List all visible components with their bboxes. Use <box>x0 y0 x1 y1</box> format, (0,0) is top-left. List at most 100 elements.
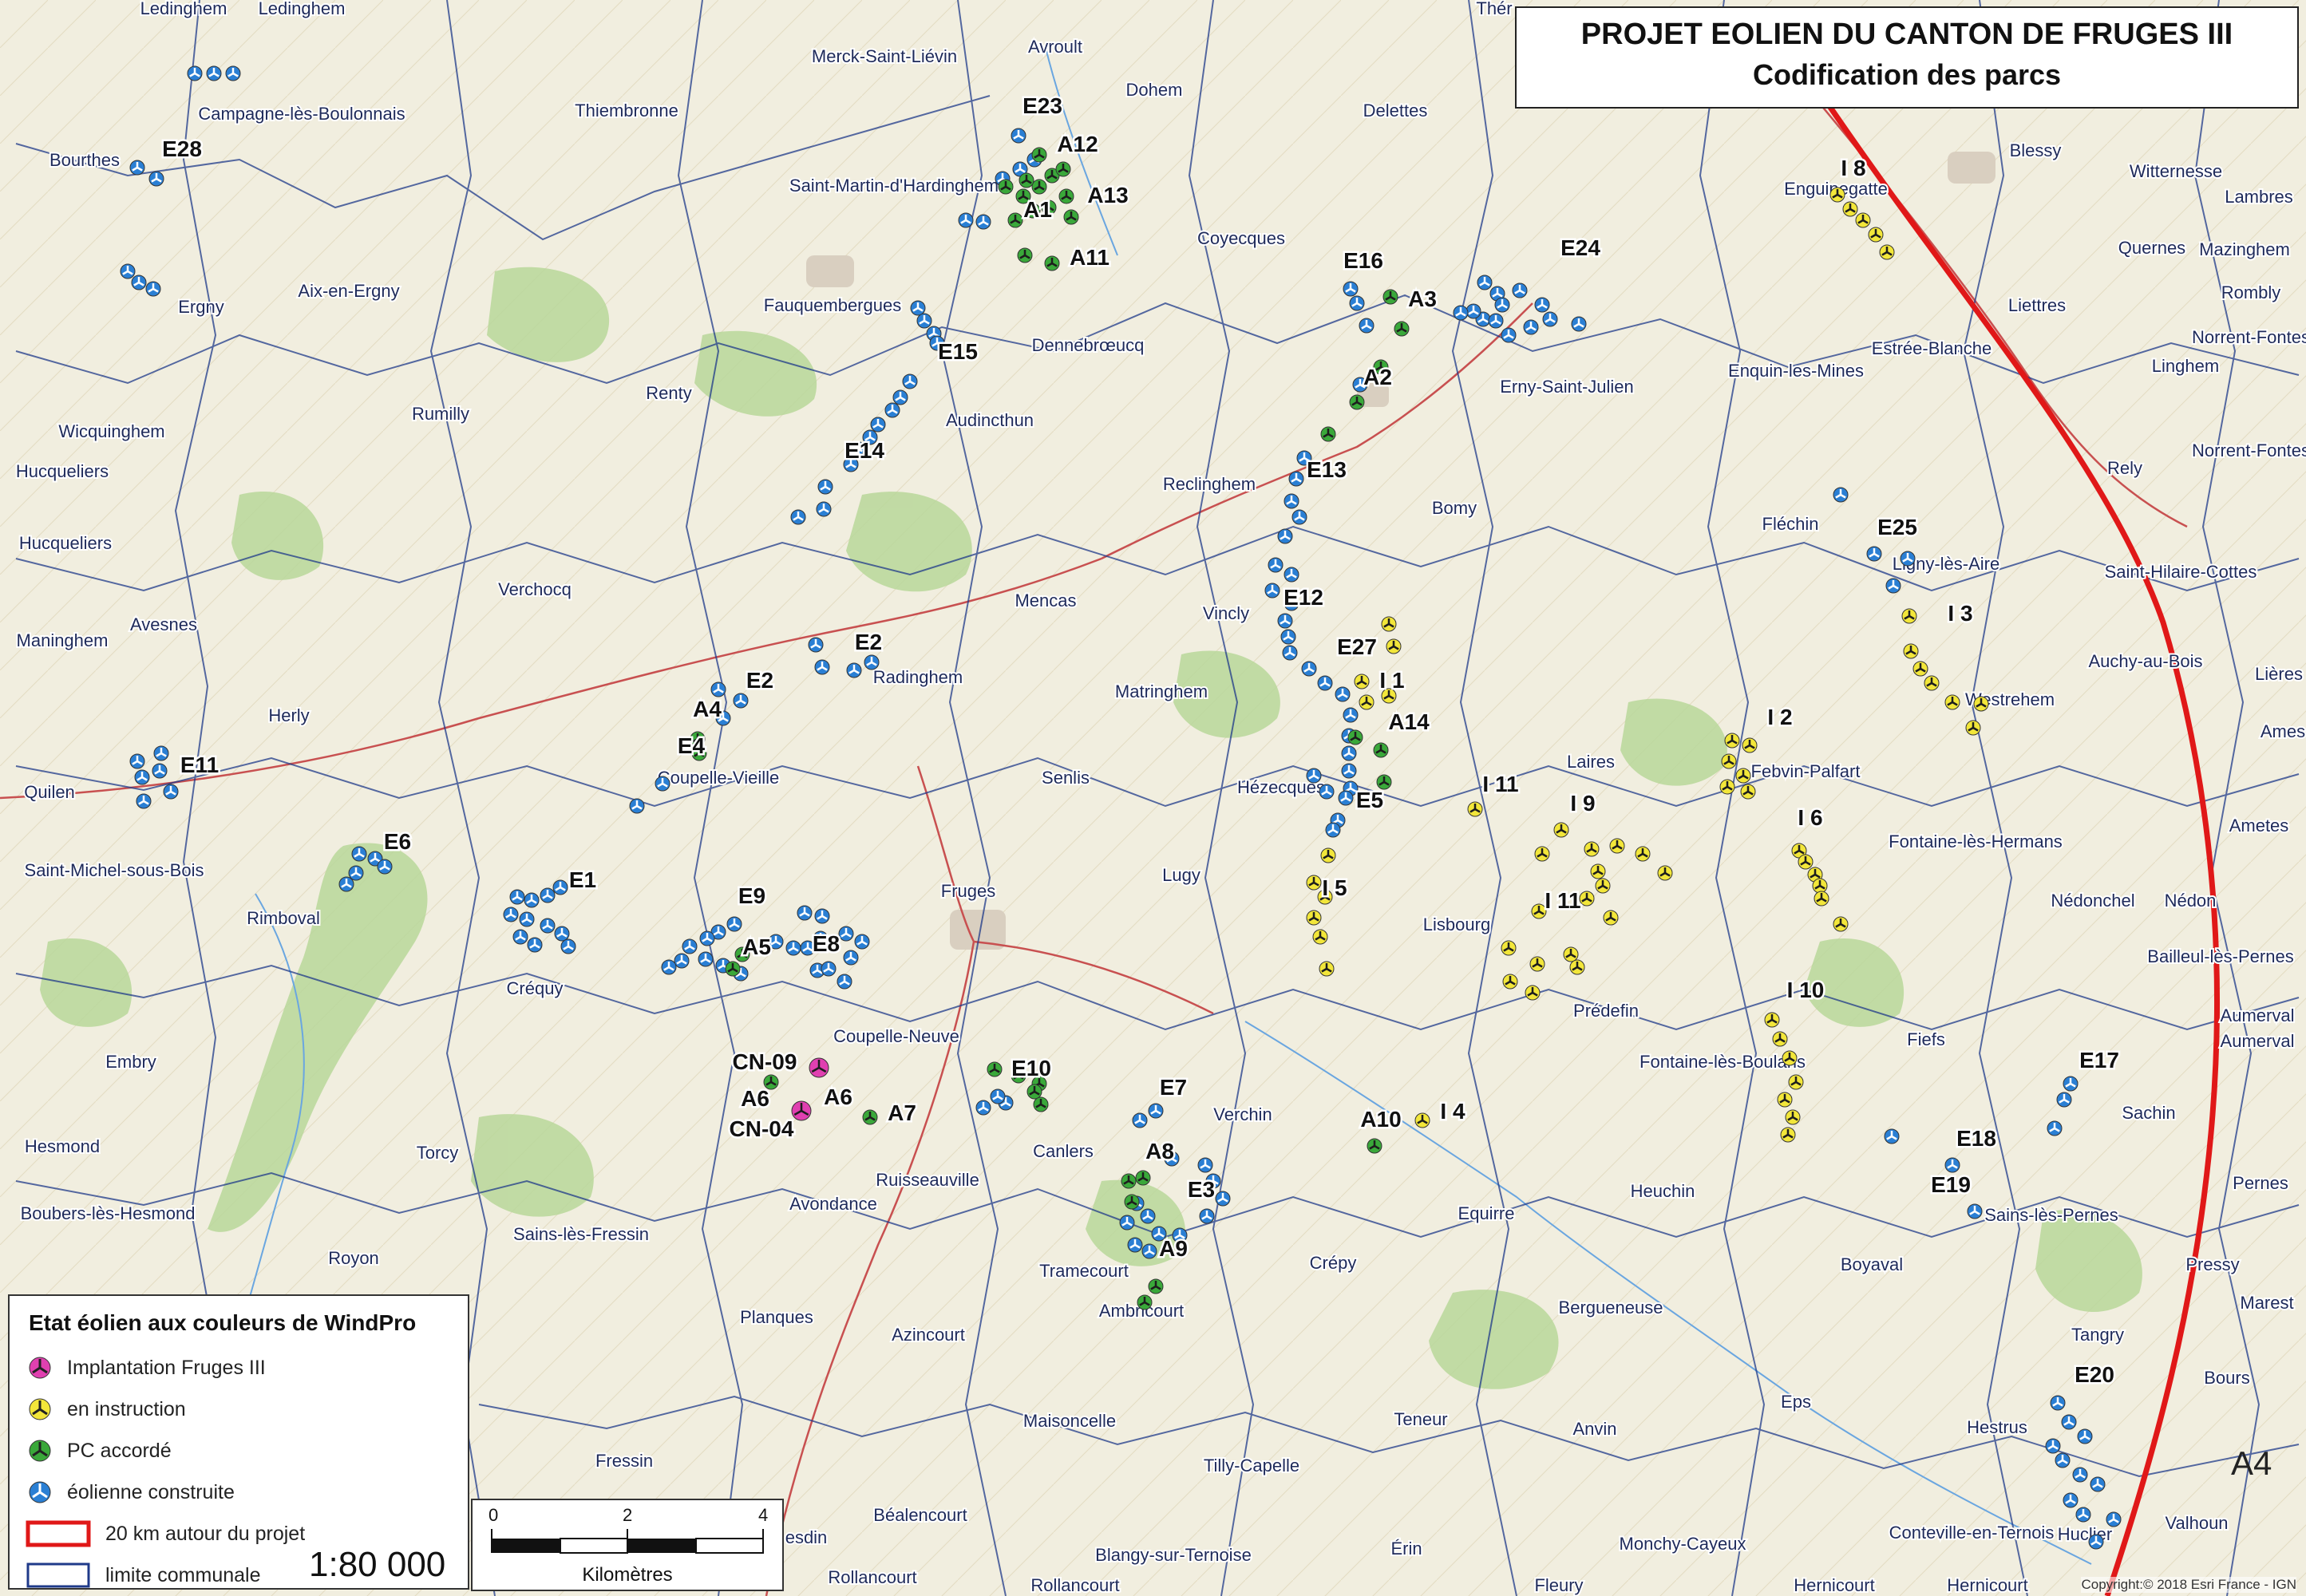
constructed-turbine-icon <box>1512 282 1528 298</box>
park-code-label: I 8 <box>1841 156 1865 180</box>
map-subtitle: Codification des parcs <box>1752 58 2062 91</box>
place-label: Dennebrœucq <box>1032 335 1145 355</box>
constructed-turbine-icon <box>136 793 152 809</box>
place-label: Ametes <box>2229 816 2289 836</box>
constructed-turbine-icon <box>814 659 830 675</box>
accorded-turbine-icon <box>862 1109 878 1125</box>
place-label: Maisoncelle <box>1023 1411 1116 1431</box>
constructed-turbine-icon <box>846 662 862 678</box>
place-label: Créquy <box>507 978 564 998</box>
constructed-turbine-icon <box>790 509 806 525</box>
constructed-turbine-icon <box>813 930 829 946</box>
park-code-label: E9 <box>738 883 765 908</box>
place-label: Hestrus <box>1967 1417 2027 1437</box>
park-code-label: A1 <box>1023 197 1052 222</box>
constructed-turbine-icon <box>1132 1112 1148 1128</box>
instruction-turbine-icon <box>1320 847 1336 863</box>
radius-20km-circle <box>1825 102 2220 1596</box>
constructed-turbine-icon <box>1151 1226 1167 1242</box>
park-code-label: E19 <box>1931 1172 1971 1197</box>
place-label: Azincourt <box>892 1325 965 1345</box>
constructed-turbine-icon <box>2063 1076 2079 1092</box>
constructed-turbine-icon <box>838 926 854 942</box>
commune-boundaries <box>15 0 2300 1596</box>
instruction-turbine-icon <box>1319 961 1335 977</box>
road-label-a4: A4 <box>2231 1444 2272 1482</box>
legend-item-accorded: PC accordé <box>26 1435 172 1467</box>
place-label: Verchocq <box>498 579 572 599</box>
constructed-turbine-icon <box>153 745 169 761</box>
constructed-turbine-icon <box>560 938 576 954</box>
instruction-turbine-icon <box>1791 843 1807 859</box>
place-label: Monchy-Cayeux <box>1620 1534 1746 1554</box>
place-label: Audincthun <box>946 410 1034 430</box>
constructed-turbine-icon <box>710 924 726 940</box>
instruction-turbine-icon <box>29 1398 51 1420</box>
constructed-turbine-icon <box>2063 1492 2079 1508</box>
place-label: Lières <box>2255 664 2303 684</box>
map-scale: 1:80 000 <box>309 1545 446 1584</box>
constructed-turbine-icon <box>902 373 918 389</box>
constructed-turbine-icon <box>1967 1203 1983 1219</box>
instruction-turbine-icon <box>1414 1112 1430 1128</box>
place-label: Sains-lès-Pernes <box>1984 1205 2118 1225</box>
place-label: Rollancourt <box>1030 1575 1119 1595</box>
accorded-turbine-icon <box>1044 255 1060 271</box>
park-code-label: CN-09 <box>733 1049 797 1074</box>
place-label: Heuchin <box>1631 1181 1695 1201</box>
place-label: Saint-Hilaire-Cottes <box>2105 562 2257 582</box>
instruction-turbine-icon <box>1742 737 1758 753</box>
place-label: Ledinghem <box>259 0 346 18</box>
constructed-turbine-icon <box>1341 745 1357 761</box>
constructed-turbine-icon <box>1197 1157 1213 1173</box>
park-code-label: A12 <box>1057 132 1098 156</box>
place-label: Blangy-sur-Ternoise <box>1095 1545 1252 1565</box>
accorded-turbine-icon <box>763 1074 779 1090</box>
park-code-label: I 11 <box>1482 772 1518 796</box>
scale-tick: 4 <box>758 1505 769 1525</box>
instruction-turbine-icon <box>1317 889 1333 905</box>
constructed-turbine-icon <box>884 402 900 418</box>
turbine-layer <box>120 65 2122 1550</box>
instruction-turbine-icon <box>1724 733 1740 749</box>
accorded-turbine-icon <box>1007 212 1023 228</box>
constructed-turbine-icon <box>998 1095 1014 1111</box>
legend-item-instruction: en instruction <box>26 1393 186 1425</box>
place-label: Béalencourt <box>873 1505 967 1525</box>
constructed-turbine-icon <box>1833 487 1849 503</box>
place-label: Bomy <box>1432 498 1477 518</box>
constructed-turbine-icon <box>540 887 556 903</box>
park-code-label: A6 <box>824 1084 852 1109</box>
constructed-turbine-icon <box>2061 1414 2077 1430</box>
place-label: Verchin <box>1213 1104 1272 1124</box>
instruction-turbine-icon <box>1735 768 1751 784</box>
park-code-label: I 9 <box>1570 791 1595 816</box>
constructed-turbine-icon <box>864 654 880 670</box>
place-label: Valhoun <box>2165 1513 2228 1533</box>
park-code-label: E3 <box>1188 1177 1215 1202</box>
constructed-turbine-icon <box>524 892 540 908</box>
place-label: Eps <box>1781 1392 1811 1412</box>
constructed-turbine-icon <box>351 846 367 862</box>
constructed-turbine-icon <box>854 934 870 950</box>
park-code-label: E12 <box>1284 585 1323 610</box>
constructed-turbine-icon <box>134 769 150 785</box>
constructed-turbine-icon <box>1341 763 1357 779</box>
place-label: Pernes <box>2233 1173 2288 1193</box>
constructed-turbine-icon <box>1343 707 1359 723</box>
park-code-label: E11 <box>180 753 219 777</box>
place-label: Senlis <box>1042 768 1090 788</box>
place-label: Fléchin <box>1762 514 1819 534</box>
place-label: Bergueneuse <box>1559 1298 1663 1317</box>
instruction-turbine-icon <box>1501 940 1517 956</box>
accorded-turbine-icon <box>1026 1084 1042 1100</box>
constructed-turbine-icon <box>1011 128 1026 144</box>
instruction-turbine-icon <box>1842 201 1858 217</box>
constructed-turbine-icon <box>2047 1120 2063 1136</box>
accorded-turbine-icon <box>1063 209 1079 225</box>
place-label: Tangry <box>2071 1325 2124 1345</box>
place-label: Bailleul-lès-Pernes <box>2147 946 2293 966</box>
accorded-turbine-icon <box>1011 1068 1026 1084</box>
accorded-turbine-icon <box>1347 729 1363 745</box>
